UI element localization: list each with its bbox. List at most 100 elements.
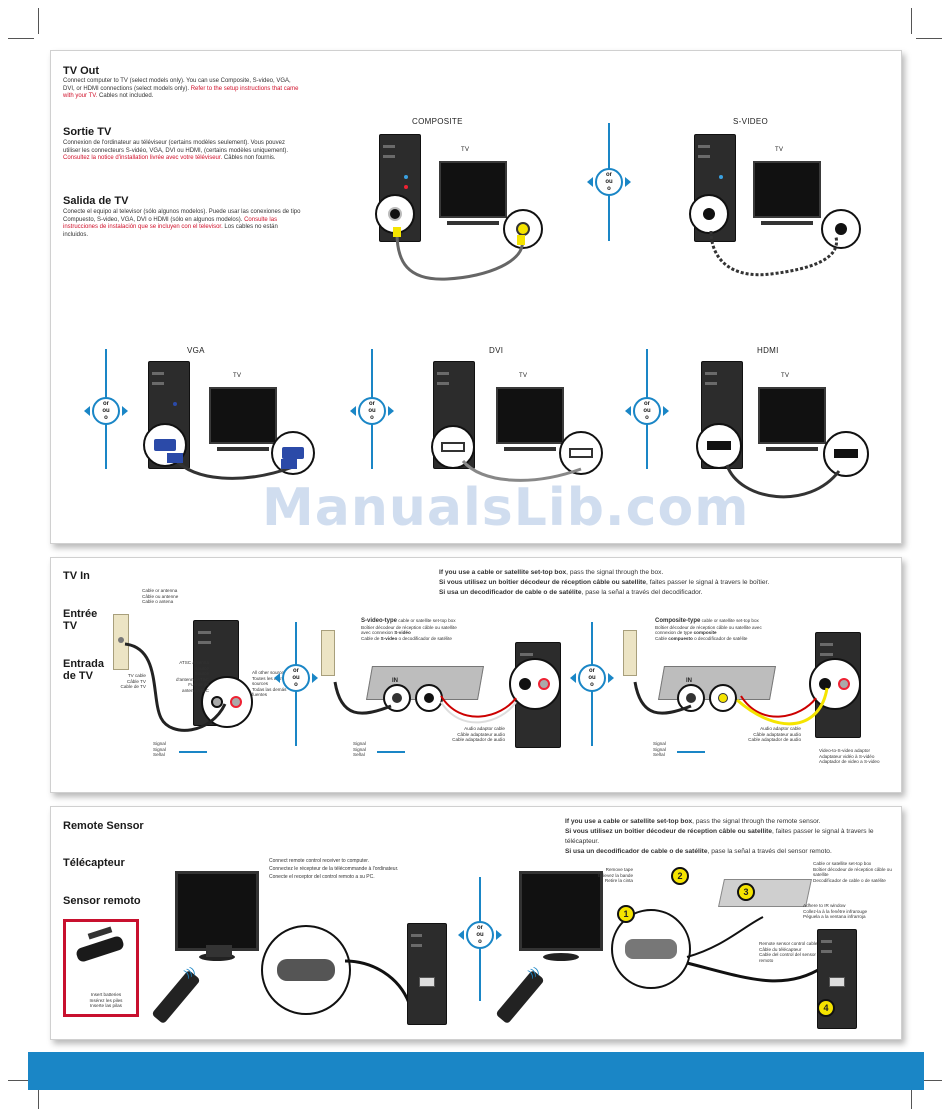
tv-label: TV — [461, 147, 470, 153]
crop-mark — [911, 1083, 912, 1109]
tv-set — [496, 387, 564, 457]
dvi-label: DVI — [489, 346, 504, 355]
computer-input-zoom — [509, 658, 561, 710]
settop-instructions: If you use a cable or satellite set-top … — [439, 569, 770, 596]
usb-port-icon — [419, 977, 435, 987]
arrow-right-icon — [388, 406, 394, 416]
sensor-cable — [686, 916, 824, 983]
crop-mark — [38, 1083, 39, 1109]
computer-tower — [407, 923, 447, 1025]
arrow-right-icon — [122, 406, 128, 416]
connect-receiver-text: Connect remote control receiver to compu… — [269, 858, 399, 880]
crop-mark — [8, 38, 34, 39]
monitor — [175, 871, 259, 951]
entree-tv-heading: Entrée TV — [63, 608, 98, 632]
monitor — [519, 871, 603, 951]
computer-port-zoom — [689, 194, 729, 234]
sortie-tv-heading: Sortie TV — [63, 126, 112, 138]
tv-in-panel: TV In Entrée TV Entrada de TV Cable or a… — [50, 557, 902, 793]
arrow-left-icon — [625, 406, 631, 416]
tv-set — [209, 387, 277, 457]
step-2-badge: 2 — [671, 867, 689, 885]
crop-mark — [916, 1080, 942, 1081]
arrow-left-icon — [274, 673, 280, 683]
svideo-label: S-VIDEO — [733, 117, 768, 126]
arrow-left-icon — [570, 673, 576, 683]
arrow-right-icon — [496, 930, 502, 940]
step-3-badge: 3 — [737, 883, 755, 901]
svideo-cable — [709, 230, 838, 277]
tv-set — [758, 387, 826, 457]
tv-label: TV — [775, 147, 784, 153]
composite-label: COMPOSITE — [412, 117, 463, 126]
composite-cable — [393, 227, 525, 281]
crop-mark — [8, 1080, 34, 1081]
tv-out-en-text: Connect computer to TV (select models on… — [63, 78, 299, 100]
remote-settop-instructions: If you use a cable or satellite set-top … — [565, 818, 874, 855]
computer-port-zoom — [431, 425, 475, 469]
crop-mark — [916, 38, 942, 39]
tv-set — [439, 161, 507, 231]
tv-out-heading: TV Out — [63, 65, 100, 77]
hdmi-cable — [725, 464, 841, 499]
tv-label: TV — [781, 373, 790, 379]
step-4-badge: 4 — [817, 999, 835, 1017]
signal-arrow-icon — [179, 751, 207, 753]
monitor-stand — [199, 953, 235, 961]
remote-control-icon — [75, 934, 125, 964]
telecapteur-heading: Télécapteur — [63, 857, 125, 869]
tv-port-zoom — [559, 431, 603, 475]
tv-port-zoom — [823, 431, 869, 477]
remote-control-icon — [151, 969, 201, 1025]
remote-control-icon — [495, 969, 545, 1025]
remote-sensor-device — [206, 945, 232, 957]
arrow-left-icon — [587, 177, 593, 187]
signal-arrow-icon — [677, 751, 705, 753]
tv-in-heading: TV In — [63, 570, 90, 582]
arrow-right-icon — [663, 406, 669, 416]
computer-input-zoom — [809, 658, 861, 710]
arrow-left-icon — [84, 406, 90, 416]
tv-out-es-text: Conecte el equipo al televisor (sólo alg… — [63, 209, 301, 238]
dvi-cable — [461, 460, 582, 482]
salida-tv-heading: Salida de TV — [63, 195, 129, 207]
hdmi-label: HDMI — [757, 346, 779, 355]
entrada-tv-heading: Entrada de TV — [63, 658, 104, 682]
footer-bar — [28, 1052, 924, 1090]
wall-outlet — [321, 630, 335, 676]
arrow-right-icon — [625, 177, 631, 187]
tv-cable — [124, 642, 227, 732]
sensor-zoom — [261, 925, 351, 1015]
remote-sensor-panel: Remote Sensor Télécapteur Sensor remoto … — [50, 806, 902, 1040]
vga-cable — [167, 453, 297, 480]
settop-out-zoom — [709, 684, 737, 712]
svideo-tvin-cables — [333, 681, 517, 724]
arrow-left-icon — [458, 930, 464, 940]
arrow-right-icon — [608, 673, 614, 683]
composite-tvin-cables — [633, 681, 829, 726]
computer-port-zoom — [143, 423, 187, 467]
tv-set — [753, 161, 821, 231]
composite-type-caption: Composite-type cable or satellite set-to… — [655, 618, 762, 641]
wall-outlet — [113, 614, 129, 670]
